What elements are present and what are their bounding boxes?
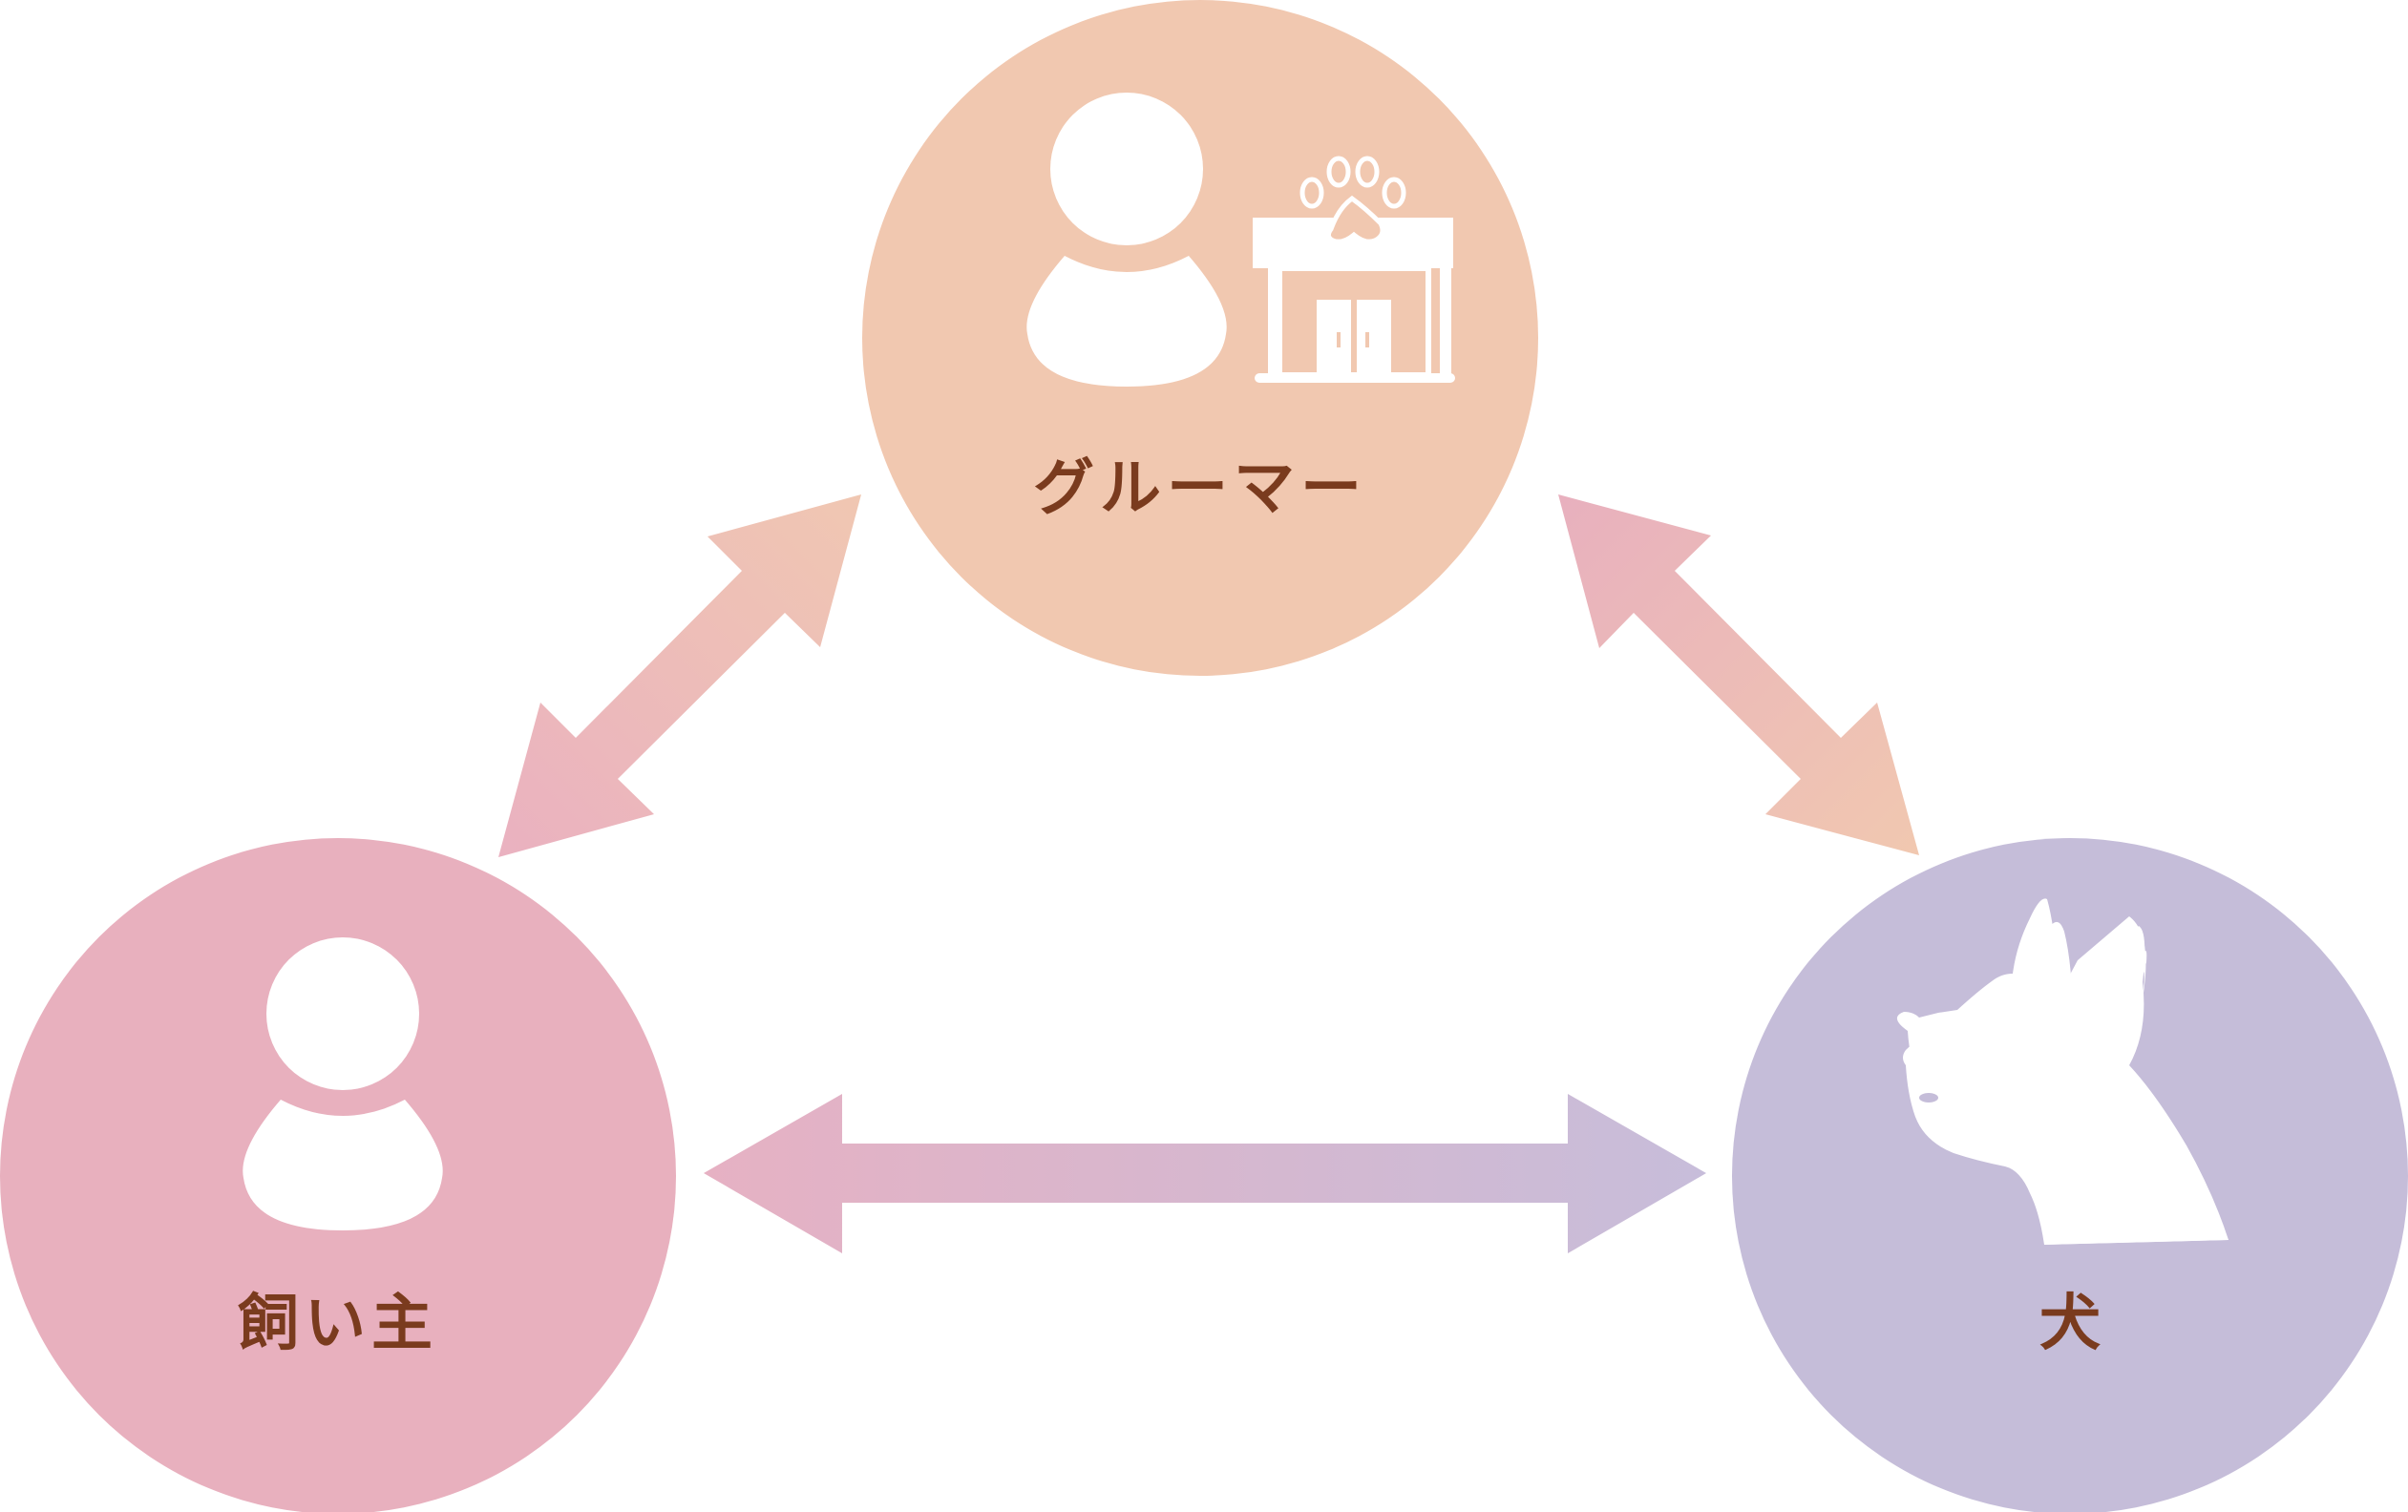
- groomer-label: グルーマー: [1033, 453, 1367, 524]
- paw-icon: [1299, 156, 1406, 244]
- grooming-shop-icon: [1253, 218, 1455, 383]
- person-icon: [1026, 93, 1227, 387]
- arrow-owner-groomer: [498, 494, 861, 857]
- owner-label: 飼い主: [238, 1289, 438, 1359]
- dog-head-icon: [1896, 898, 2228, 1245]
- person-icon: [243, 937, 443, 1230]
- arrow-groomer-dog: [1558, 494, 1919, 855]
- dog-label: 犬: [2039, 1289, 2101, 1359]
- arrow-owner-dog: [704, 1094, 1706, 1253]
